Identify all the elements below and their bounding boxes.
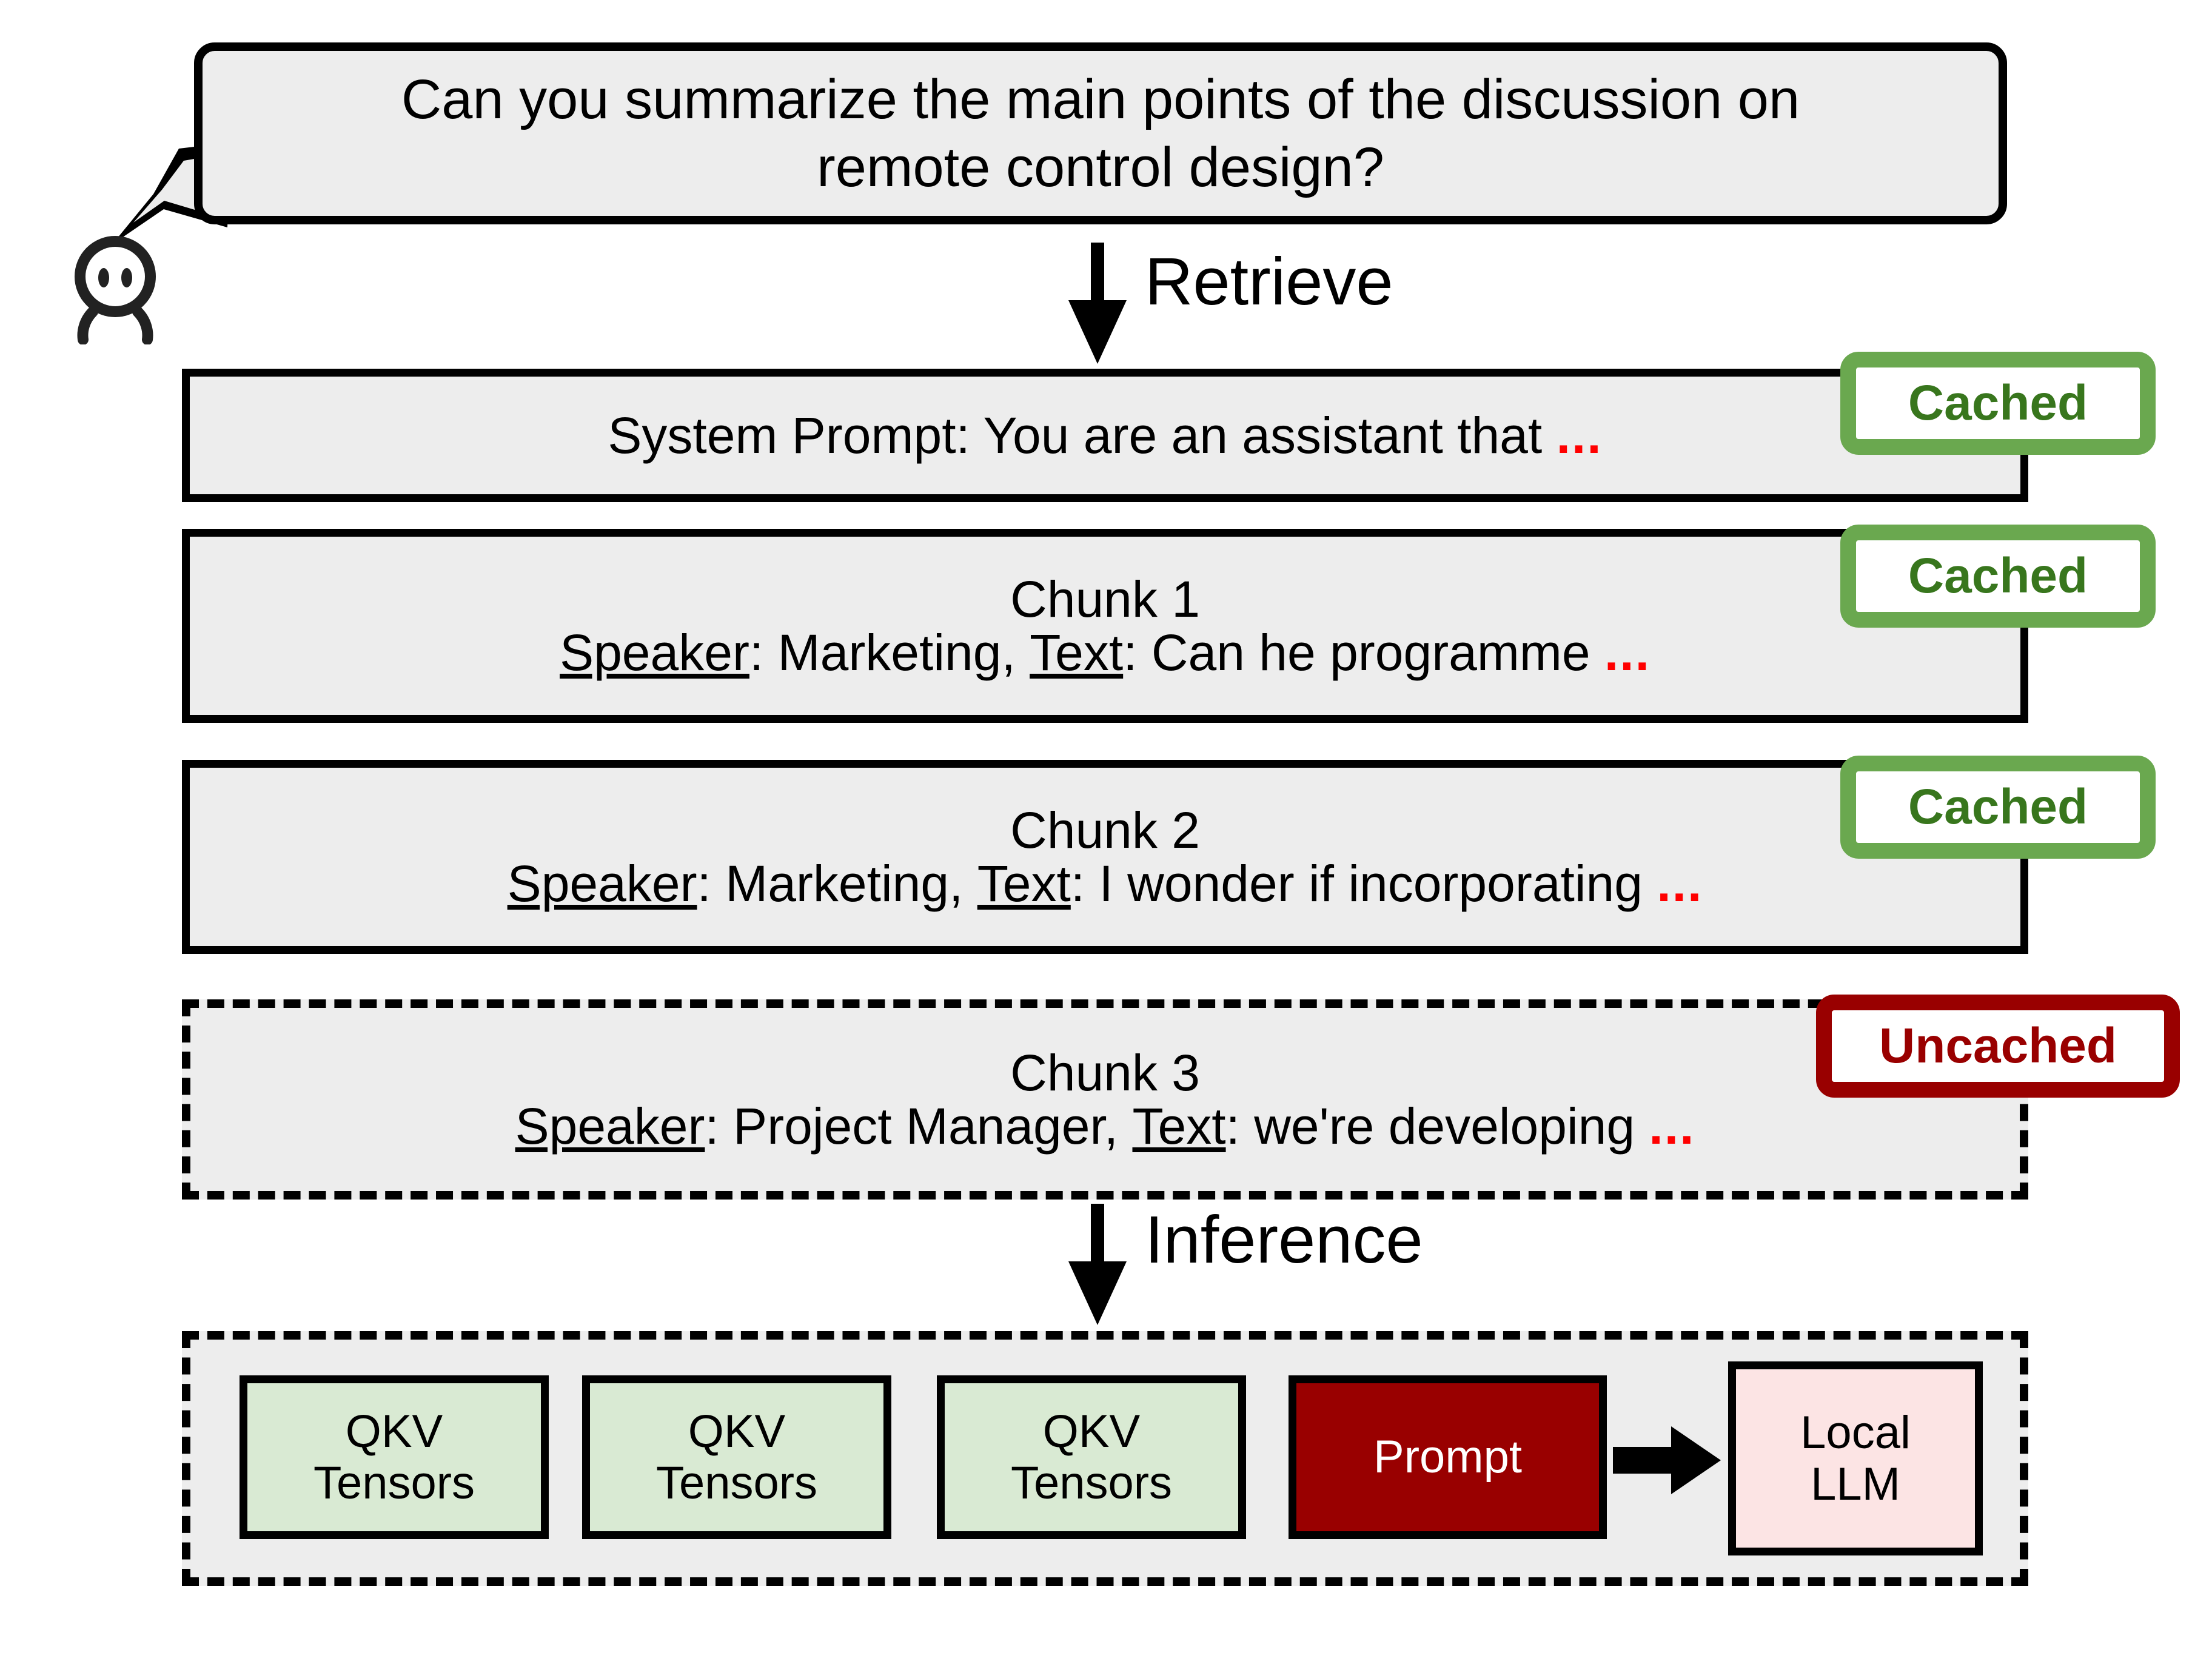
inference-label: Inference [1145, 1203, 1423, 1277]
speaker-label: Speaker [507, 855, 697, 912]
context-row-chunk-2[interactable]: Chunk 2 Speaker: Marketing, Text: I wond… [182, 760, 2028, 954]
speaker-label: Speaker [515, 1098, 705, 1155]
chunk-2-title: Chunk 2 [1010, 801, 1200, 859]
text-value: I wonder if incorporating [1099, 855, 1643, 912]
speaker-value: Marketing, [777, 624, 1016, 681]
status-badge-uncached: Uncached [1816, 995, 2180, 1098]
badge-label: Cached [1908, 779, 2088, 834]
badge-label: Cached [1908, 548, 2088, 603]
user-query-text: Can you summarize the main points of the… [401, 68, 1800, 198]
ellipsis-marker: ... [1556, 406, 1603, 464]
system-prompt-body: System Prompt: You are an assistant that [608, 406, 1543, 464]
qkv-line-2: Tensors [655, 1457, 818, 1509]
qkv-line-1: QKV [688, 1405, 786, 1457]
speaker-value: Marketing, [725, 855, 964, 912]
chunk-1-title: Chunk 1 [1010, 570, 1200, 628]
prompt-to-llm-arrow-icon [1613, 1426, 1721, 1494]
ellipsis-marker: ... [1649, 1098, 1695, 1155]
chunk-3-body: Speaker: Project Manager, Text: we're de… [515, 1098, 1695, 1155]
text-value: Can he programme [1151, 624, 1590, 681]
status-badge-cached-3: Cached [1840, 756, 2156, 859]
ellipsis-marker: ... [1604, 624, 1651, 681]
inference-arrow-icon [1068, 1204, 1127, 1325]
speaker-label: Speaker [560, 624, 749, 681]
badge-label: Uncached [1879, 1018, 2117, 1073]
chunk-3-title: Chunk 3 [1010, 1044, 1200, 1101]
retrieve-arrow-icon [1068, 243, 1127, 364]
llm-line-2: LLM [1811, 1458, 1900, 1510]
text-value: we're developing [1254, 1098, 1635, 1155]
local-llm-box[interactable]: Local LLM [1728, 1361, 1983, 1555]
status-badge-cached-1: Cached [1840, 352, 2156, 455]
speaker-value: Project Manager, [733, 1098, 1119, 1155]
qkv-line-2: Tensors [313, 1457, 475, 1509]
chunk-2-body: Speaker: Marketing, Text: I wonder if in… [507, 855, 1703, 912]
retrieve-label: Retrieve [1145, 244, 1393, 319]
llm-line-1: Local [1800, 1406, 1911, 1458]
ellipsis-marker: ... [1657, 855, 1703, 912]
badge-label: Cached [1908, 375, 2088, 431]
context-row-chunk-1[interactable]: Chunk 1 Speaker: Marketing, Text: Can he… [182, 529, 2028, 723]
system-prompt-text: System Prompt: You are an assistant that… [608, 409, 1602, 462]
qkv-line-2: Tensors [1010, 1457, 1173, 1509]
status-badge-cached-2: Cached [1840, 525, 2156, 628]
context-row-chunk-3[interactable]: Chunk 3 Speaker: Project Manager, Text: … [182, 999, 2028, 1200]
qkv-tensors-box-1[interactable]: QKV Tensors [240, 1375, 549, 1539]
prompt-box[interactable]: Prompt [1289, 1375, 1607, 1539]
person-icon [75, 236, 156, 344]
context-row-system-prompt[interactable]: System Prompt: You are an assistant that… [182, 369, 2028, 502]
qkv-tensors-box-3[interactable]: QKV Tensors [937, 1375, 1246, 1539]
text-label: Text [1030, 624, 1124, 681]
text-label: Text [977, 855, 1071, 912]
user-query-bubble: Can you summarize the main points of the… [194, 42, 2007, 224]
qkv-line-1: QKV [345, 1405, 443, 1457]
chunk-1-body: Speaker: Marketing, Text: Can he program… [560, 624, 1651, 681]
qkv-tensors-box-2[interactable]: QKV Tensors [582, 1375, 891, 1539]
text-label: Text [1132, 1098, 1226, 1155]
qkv-line-1: QKV [1042, 1405, 1141, 1457]
prompt-label: Prompt [1373, 1431, 1522, 1483]
